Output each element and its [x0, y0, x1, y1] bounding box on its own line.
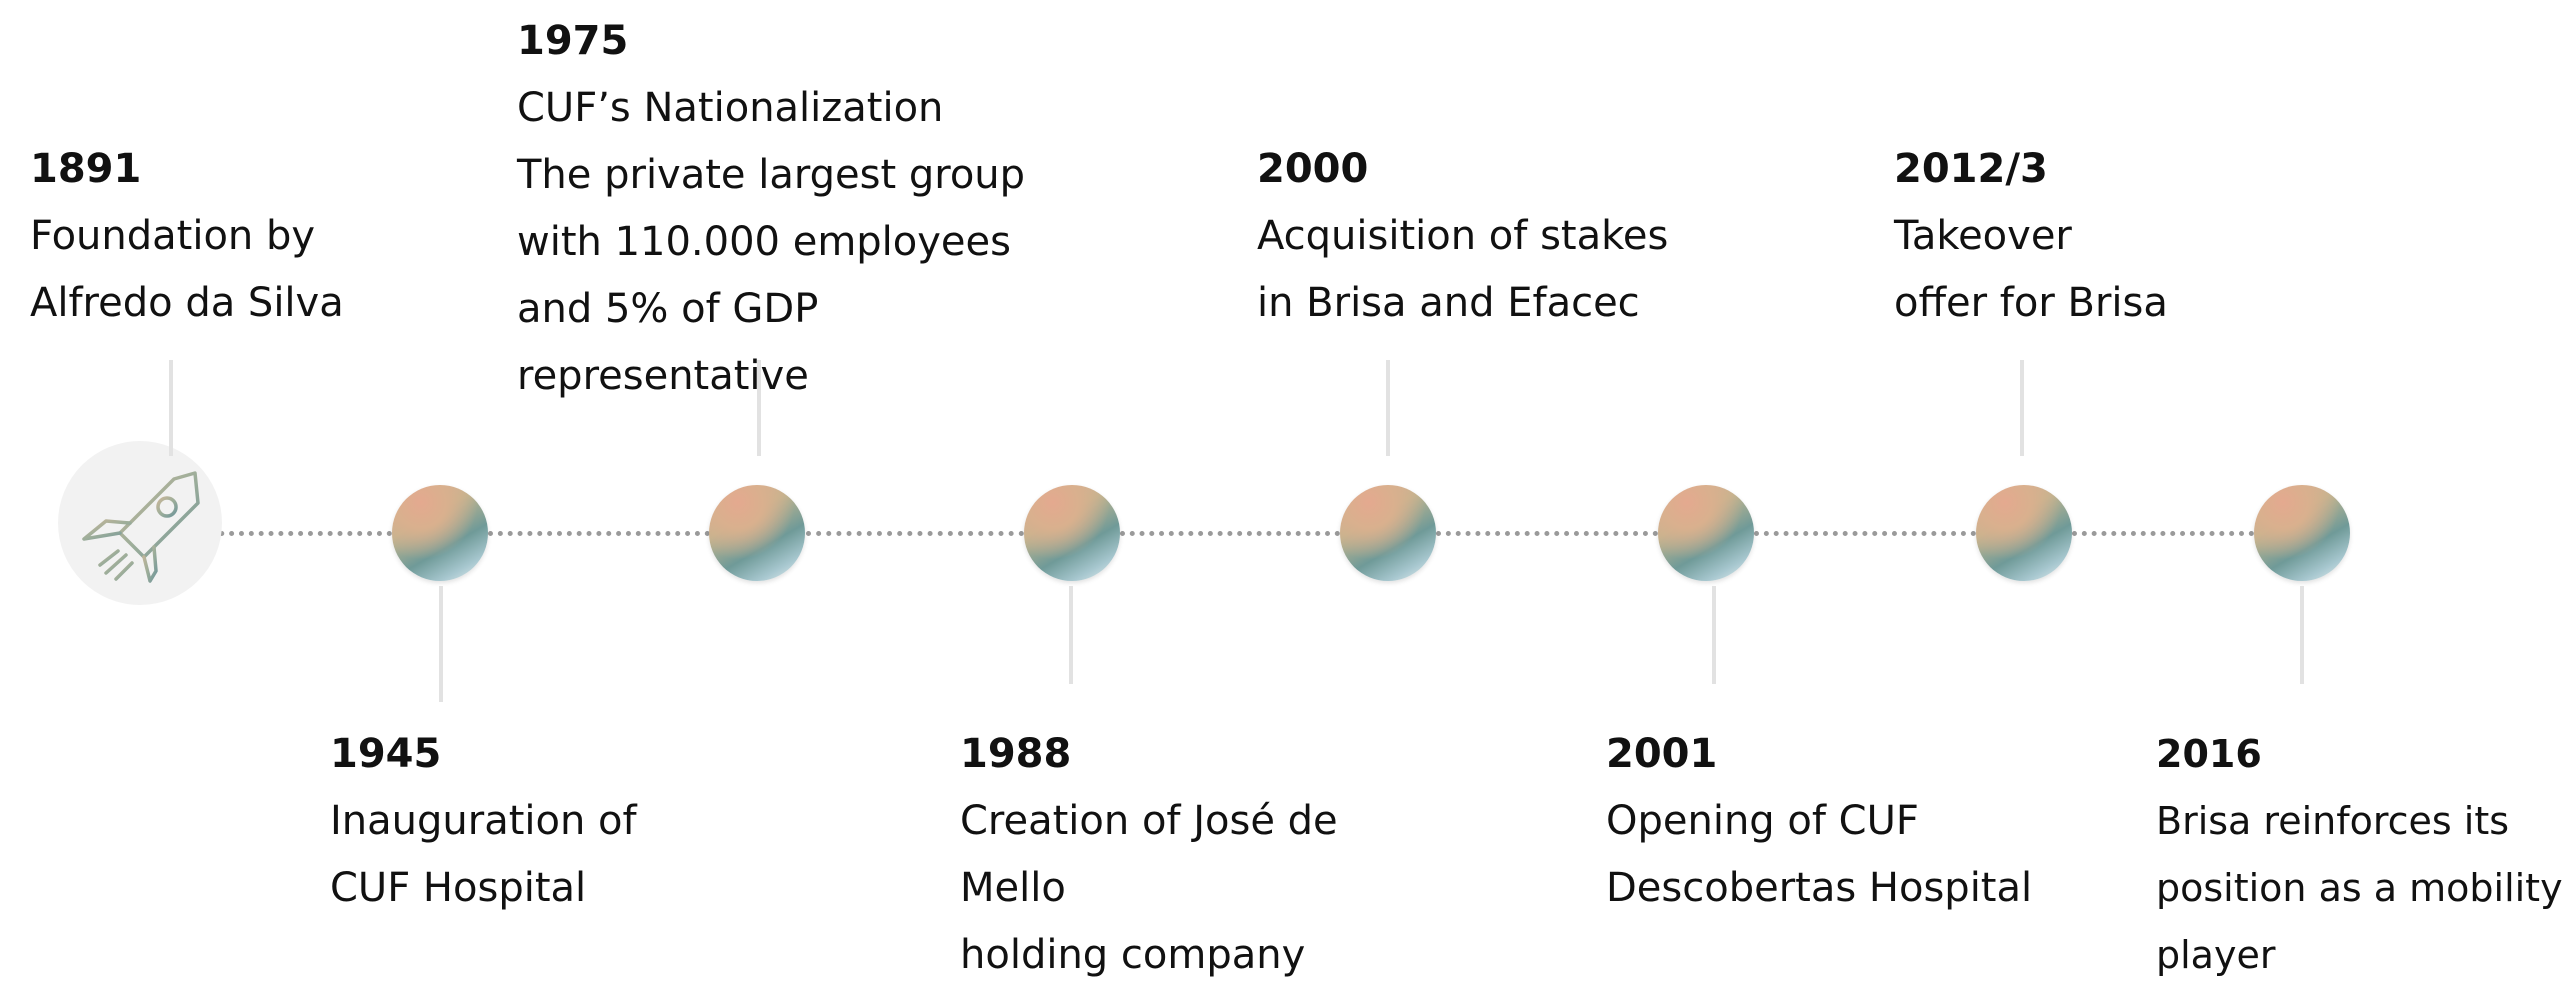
event-description: Mello	[960, 865, 1066, 911]
timeline-line	[170, 531, 392, 536]
event-description: in Brisa and Efacec	[1257, 280, 1640, 326]
timeline-line	[806, 531, 1024, 536]
connector-line	[1386, 360, 1390, 456]
event-description: Alfredo da Silva	[30, 280, 344, 326]
timeline-node	[1340, 485, 1436, 581]
timeline-node	[1976, 485, 2072, 581]
event-2000: 2000 Acquisition of stakes in Brisa and …	[1257, 136, 1668, 337]
event-description: Opening of CUF	[1606, 798, 1919, 844]
timeline-line	[1754, 531, 1976, 536]
event-1988: 1988 Creation of José de Mello holding c…	[960, 721, 1338, 989]
event-year: 2016	[2156, 732, 2262, 776]
timeline-line	[1436, 531, 1658, 536]
event-description: representative	[517, 353, 809, 399]
event-description: with 110.000 employees	[517, 219, 1011, 265]
connector-line	[757, 360, 761, 456]
timeline-node	[709, 485, 805, 581]
connector-line	[1069, 586, 1073, 684]
event-description: Foundation by	[30, 213, 316, 259]
event-year: 1975	[517, 18, 629, 64]
event-year: 2000	[1257, 146, 1369, 192]
event-year: 1988	[960, 731, 1072, 777]
event-2001: 2001 Opening of CUF Descobertas Hospital	[1606, 721, 2032, 922]
event-year: 2001	[1606, 731, 1718, 777]
event-description: and 5% of GDP	[517, 286, 819, 332]
event-1975: 1975 CUF’s Nationalization The private l…	[517, 8, 1025, 410]
event-year: 1891	[30, 146, 142, 192]
timeline-node	[1024, 485, 1120, 581]
event-description: CUF’s Nationalization	[517, 85, 944, 131]
event-description: Descobertas Hospital	[1606, 865, 2033, 911]
connector-line	[1712, 586, 1716, 684]
event-description: holding company	[960, 932, 1306, 978]
event-year: 1945	[330, 731, 442, 777]
event-description: CUF Hospital	[330, 865, 587, 911]
event-description: The private largest group	[517, 152, 1026, 198]
event-description: offer for Brisa	[1894, 280, 2168, 326]
event-2016: 2016 Brisa reinforces its position as a …	[2156, 721, 2563, 989]
event-description: player	[2156, 933, 2276, 977]
connector-line	[169, 360, 173, 456]
connector-line	[2300, 586, 2304, 684]
timeline-node	[2254, 485, 2350, 581]
event-description: Takeover	[1894, 213, 2072, 259]
event-1891: 1891 Foundation by Alfredo da Silva	[30, 136, 344, 337]
connector-line	[439, 586, 443, 702]
event-year: 2012/3	[1894, 146, 2048, 192]
event-description: Inauguration of	[330, 798, 637, 844]
event-1945: 1945 Inauguration of CUF Hospital	[330, 721, 637, 922]
timeline-start-node	[58, 441, 222, 605]
timeline-line	[1120, 531, 1340, 536]
timeline-node	[392, 485, 488, 581]
rocket-icon	[82, 471, 200, 583]
event-description: Creation of José de	[960, 798, 1338, 844]
event-2012-3: 2012/3 Takeover offer for Brisa	[1894, 136, 2168, 337]
event-description: Brisa reinforces its	[2156, 799, 2510, 843]
event-description: Acquisition of stakes	[1257, 213, 1669, 259]
connector-line	[2020, 360, 2024, 456]
event-description: position as a mobility	[2156, 866, 2563, 910]
timeline-line	[2072, 531, 2254, 536]
timeline-line	[488, 531, 710, 536]
timeline-node	[1658, 485, 1754, 581]
